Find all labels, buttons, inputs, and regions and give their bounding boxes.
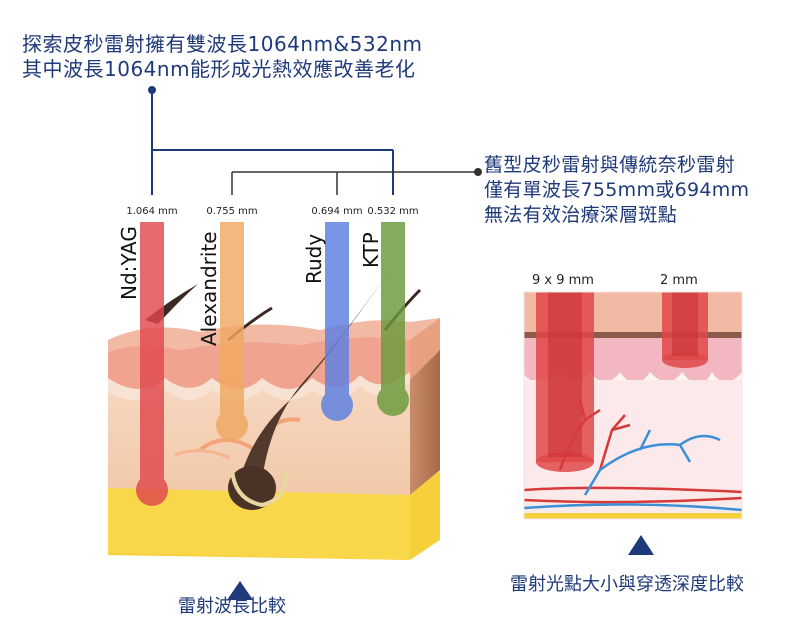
wavelength-label-alexandrite: 0.755 mm <box>206 206 257 217</box>
laser-name-rudy: Rudy <box>302 234 326 284</box>
laser-beam-rudy <box>321 222 353 421</box>
laser-name-alexandrite: Alexandrite <box>197 231 221 346</box>
top-note-line1: 探索皮秒雷射擁有雙波長1064nm&532nm <box>22 32 423 56</box>
hair-follicle-large <box>228 240 410 510</box>
connector-lines-1064 <box>151 90 394 195</box>
laser-beam-nd-yag <box>136 222 168 506</box>
top-note-line2: 其中波長1064nm能形成光熱效應改善老化 <box>22 57 416 81</box>
connector-lines-single <box>231 171 478 195</box>
caption-right: 雷射光點大小與穿透深度比較 <box>510 574 744 595</box>
laser-names: Nd:YAG Alexandrite Rudy KTP <box>117 226 383 346</box>
right-note-line1: 舊型皮秒雷射與傳統奈秒雷射 <box>484 154 735 176</box>
laser-name-nd-yag: Nd:YAG <box>117 226 141 300</box>
laser-beams <box>136 222 409 506</box>
wavelength-label-ktp: 0.532 mm <box>367 206 418 217</box>
connector-dot-right <box>474 168 482 176</box>
spot-label-small: 2 mm <box>660 273 698 288</box>
right-note-line2: 僅有單波長755mm或694mm <box>484 179 750 201</box>
spot-size-inset <box>524 292 742 519</box>
laser-beam-alexandrite <box>216 222 248 441</box>
triangle-marker-right <box>628 535 654 555</box>
wavelength-label-nd-yag: 1.064 mm <box>126 206 177 217</box>
laser-name-ktp: KTP <box>359 232 383 268</box>
connector-dot-top <box>148 86 156 94</box>
wavelength-label-rudy: 0.694 mm <box>311 206 362 217</box>
spot-label-large: 9 x 9 mm <box>532 273 594 288</box>
right-note-line3: 無法有效治療深層斑點 <box>484 204 678 226</box>
inset-frame <box>523 291 743 520</box>
triangle-marker-left <box>227 581 253 600</box>
laser-beam-ktp <box>377 222 409 416</box>
wavelength-labels: 1.064 mm 0.755 mm 0.694 mm 0.532 mm <box>126 206 418 217</box>
caption-left: 雷射波長比較 <box>178 596 286 617</box>
